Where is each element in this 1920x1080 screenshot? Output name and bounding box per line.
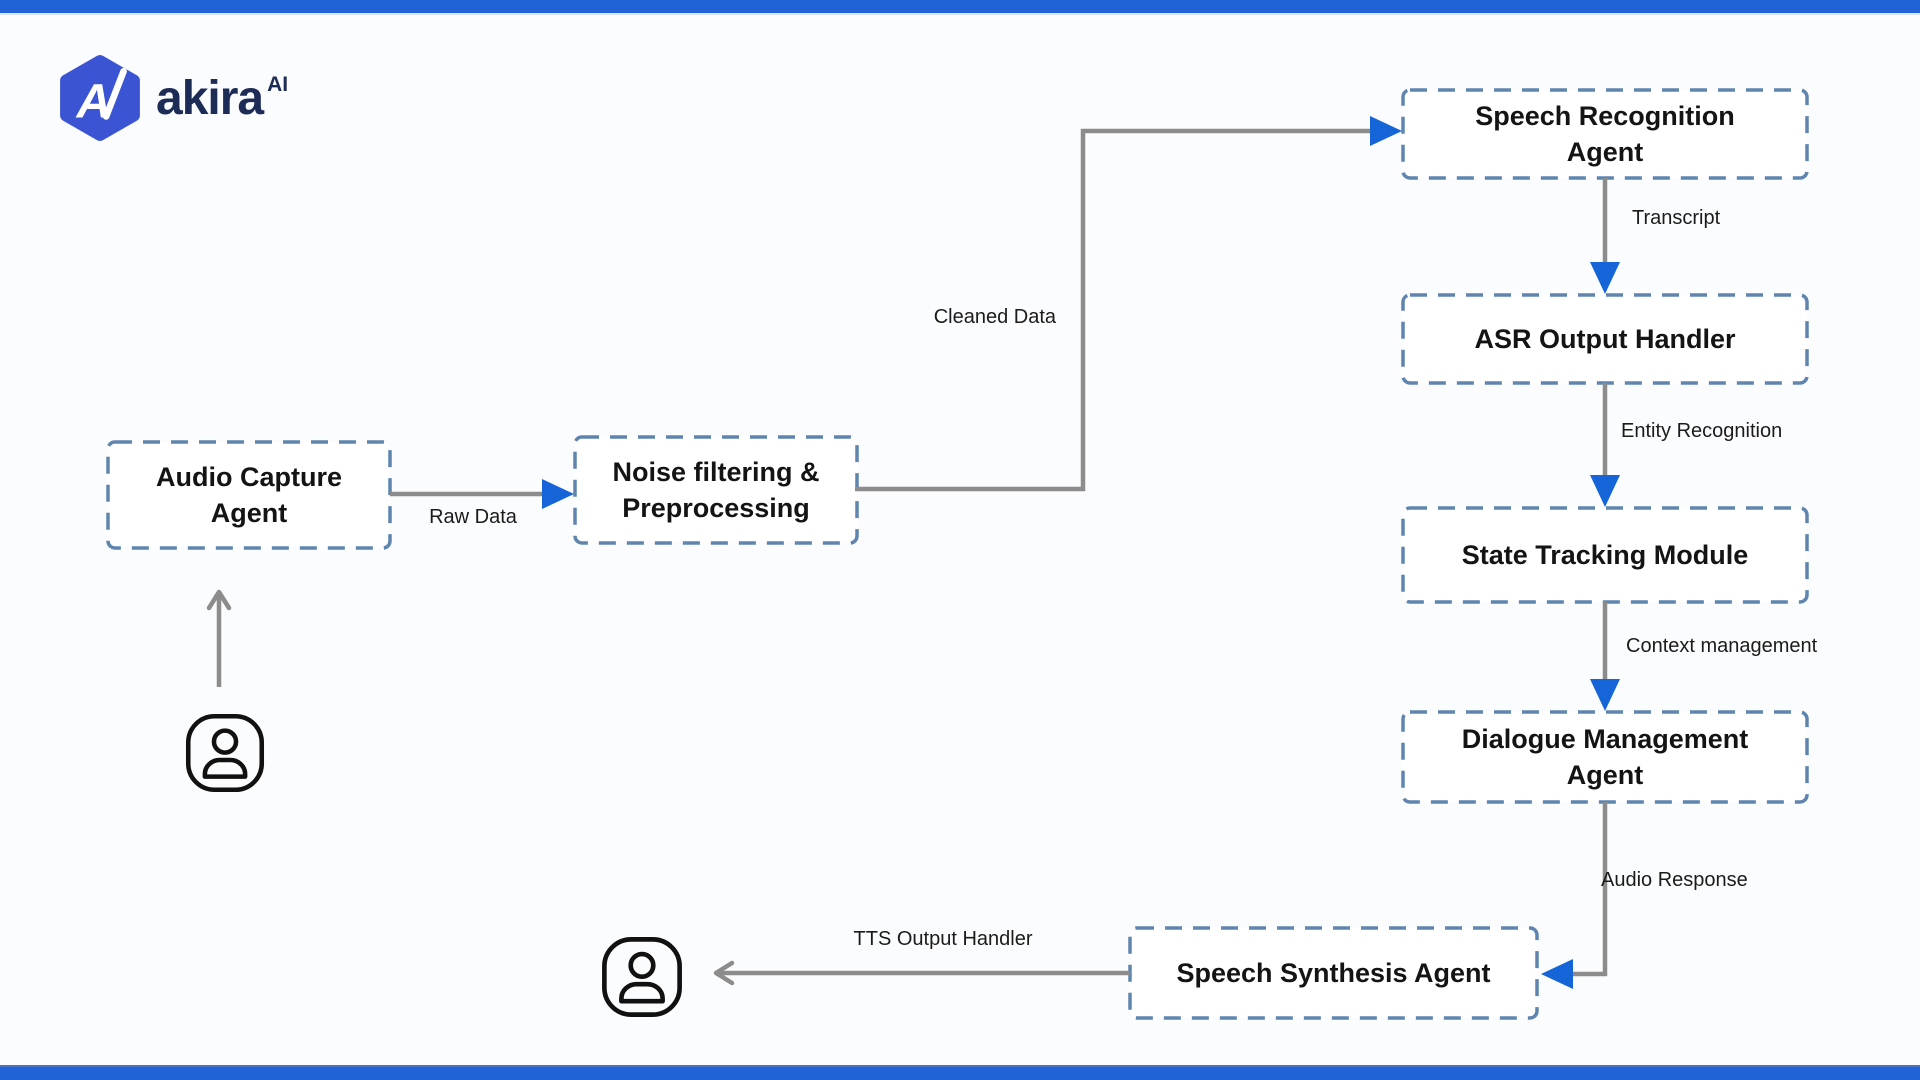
node-dialogue-management-agent: Dialogue Management Agent [1461, 723, 1749, 790]
hexagon-logo-icon: A [60, 55, 140, 141]
bottom-accent-bar [0, 1065, 1920, 1080]
node-asr-output-handler: ASR Output Handler [1474, 323, 1736, 354]
edge-label-audio-response: Audio Response [1601, 869, 1748, 891]
edge-cleaned-data [855, 116, 1402, 492]
brand-logo: A akira AI [56, 54, 288, 142]
edge-label-transcript: Transcript [1632, 207, 1721, 229]
user-icon [183, 711, 267, 800]
edge-label-tts-output-handler: TTS Output Handler [853, 928, 1033, 950]
node-speech-recognition-agent: Speech Recognition Agent [1475, 100, 1735, 167]
node-speech-synthesis-agent: Speech Synthesis Agent [1176, 957, 1491, 988]
brand-name: akira AI [156, 71, 288, 126]
edge-label-context-management: Context management [1626, 635, 1818, 657]
node-noise-filtering-preprocessing: Noise filtering & Preprocessing [612, 456, 820, 523]
brand-name-text: akira [156, 71, 264, 125]
node-audio-capture-agent: Audio Capture Agent [156, 461, 342, 528]
edge-label-raw-data: Raw Data [429, 506, 517, 528]
edge-audio-response [1541, 802, 1608, 989]
edge-label-entity-recognition: Entity Recognition [1621, 420, 1783, 442]
node-state-tracking-module: State Tracking Module [1461, 539, 1749, 570]
user-icon [599, 934, 685, 1025]
edge-label-cleaned-data: Cleaned Data [933, 306, 1056, 328]
top-accent-bar [0, 0, 1920, 15]
brand-superscript: AI [267, 72, 289, 96]
